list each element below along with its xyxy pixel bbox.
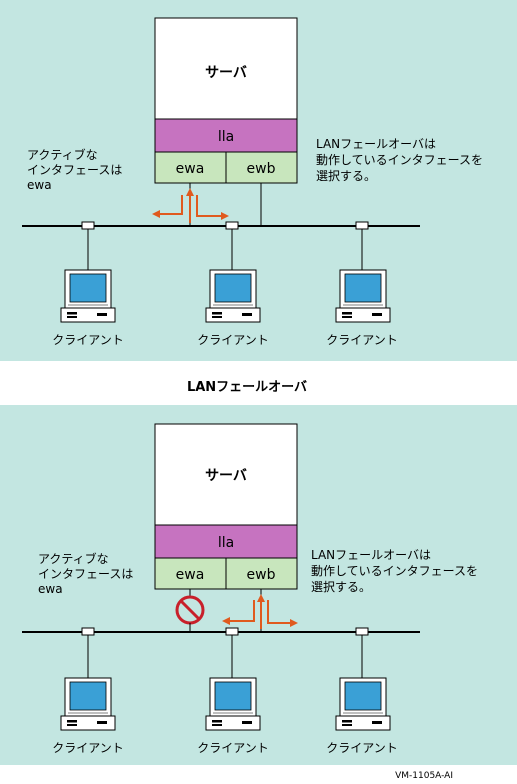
bottom-ewa-label: ewa	[176, 567, 205, 583]
bottom-failover-line-2: 動作しているインタフェースを	[311, 564, 478, 578]
bottom-server-box	[154, 423, 298, 526]
top-active-annotation: アクティブな インタフェースは ewa	[27, 147, 122, 192]
bottom-traffic-arrows	[222, 594, 298, 629]
top-client-1-label: クライアント	[52, 333, 124, 347]
bottom-failover-annotation: LANフェールオーバは 動作しているインタフェースを 選択する。	[311, 548, 478, 594]
bottom-tap-2	[225, 627, 239, 636]
top-clients: クライアント クライアント クライアント	[52, 221, 398, 347]
top-tap-1	[81, 221, 95, 230]
top-ewb-label: ewb	[247, 161, 276, 177]
top-client-3-computer-icon	[335, 269, 391, 323]
top-client-2-computer-icon	[205, 269, 261, 323]
top-panel: サーバ lla ewa ewb クライアント クライア	[0, 0, 517, 361]
bottom-ewa-box	[154, 557, 227, 590]
bottom-tap-3	[355, 627, 369, 636]
top-arrow-right	[196, 195, 229, 220]
bottom-active-line-2: インタフェースは	[38, 567, 133, 581]
top-active-line-2: インタフェースは	[27, 163, 122, 177]
bottom-server-label: サーバ	[205, 468, 247, 484]
bottom-clients: クライアント クライアント クライアント	[52, 627, 398, 755]
bottom-client-1-label: クライアント	[52, 741, 124, 755]
bottom-active-line-1: アクティブな	[38, 551, 109, 566]
figure-id: VM-1105A-AI	[395, 771, 453, 781]
top-active-line-1: アクティブな	[27, 147, 98, 162]
bottom-active-line-3: ewa	[38, 582, 63, 596]
top-ewa-label: ewa	[176, 161, 205, 177]
bottom-failover-line-1: LANフェールオーバは	[311, 548, 431, 562]
top-lla-box	[154, 118, 298, 153]
top-client-2-label: クライアント	[197, 333, 269, 347]
bottom-ewb-box	[225, 557, 298, 590]
bottom-arrow-left	[222, 600, 255, 625]
bottom-client-1-computer-icon	[60, 677, 116, 731]
bottom-client-2-label: クライアント	[197, 741, 269, 755]
top-failover-line-1: LANフェールオーバは	[316, 137, 436, 151]
top-failover-annotation: LANフェールオーバは 動作しているインタフェースを 選択する。	[316, 137, 483, 183]
bottom-lla-box	[154, 524, 298, 559]
top-client-3-label: クライアント	[326, 333, 398, 347]
bottom-client-3-label: クライアント	[326, 741, 398, 755]
top-lla-label: lla	[218, 129, 234, 145]
section-caption: LANフェールオーバ	[187, 380, 307, 395]
bottom-failover-line-3: 選択する。	[311, 580, 371, 594]
top-ewa-box	[154, 151, 227, 184]
top-server-label: サーバ	[205, 65, 247, 81]
bottom-lla-label: lla	[218, 535, 234, 551]
top-tap-3	[355, 221, 369, 230]
top-failover-line-3: 選択する。	[316, 169, 376, 183]
top-tap-2	[225, 221, 239, 230]
top-server-box	[154, 17, 298, 120]
bottom-active-annotation: アクティブな インタフェースは ewa	[38, 551, 133, 596]
top-client-1-computer-icon	[60, 269, 116, 323]
top-active-line-3: ewa	[27, 178, 52, 192]
top-server: サーバ lla ewa ewb	[154, 17, 298, 184]
top-traffic-arrows	[152, 188, 229, 223]
bottom-tap-1	[81, 627, 95, 636]
top-failover-line-2: 動作しているインタフェースを	[316, 153, 483, 167]
bottom-client-2-computer-icon	[205, 677, 261, 731]
bottom-server: サーバ lla ewa ewb	[154, 423, 298, 590]
bottom-ewb-label: ewb	[247, 567, 276, 583]
bottom-client-3-computer-icon	[335, 677, 391, 731]
bottom-panel: サーバ lla ewa ewb クライアン	[0, 405, 517, 765]
top-arrow-left	[152, 195, 183, 218]
bottom-arrow-right	[267, 600, 298, 627]
